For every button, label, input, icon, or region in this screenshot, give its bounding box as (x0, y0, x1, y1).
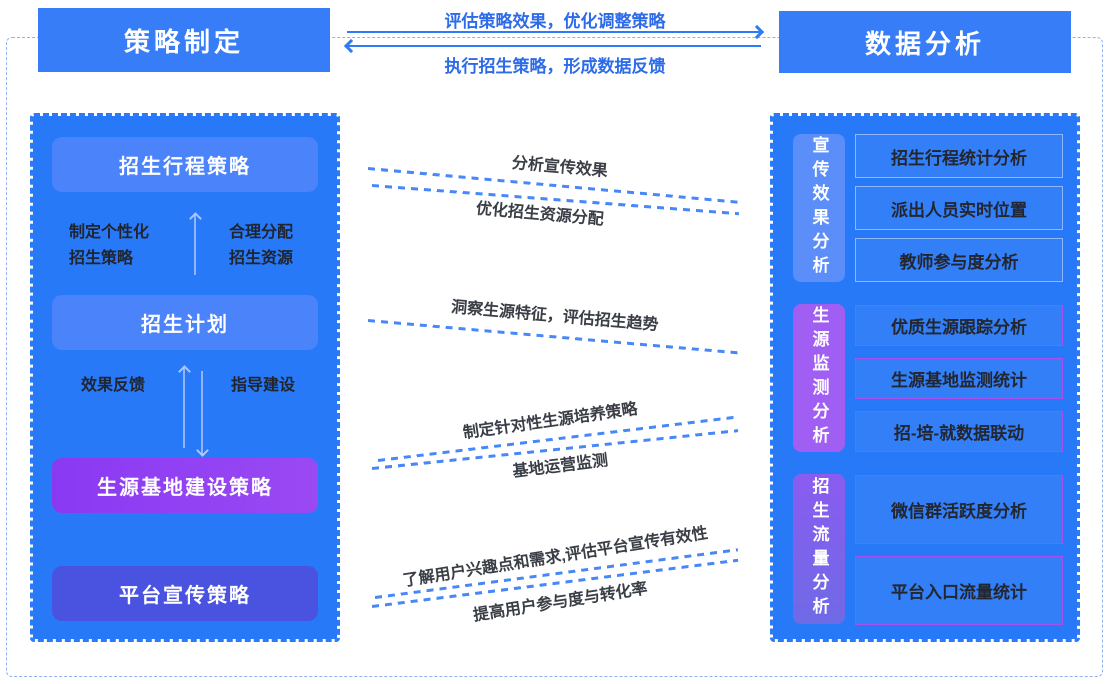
analysis-item: 教师参与度分析 (855, 238, 1063, 282)
note-guide: 指导建设 (231, 377, 296, 394)
up-arrow-line (188, 212, 202, 275)
header-data-analysis: 数据分析 (779, 11, 1071, 73)
arrowhead-up-icon (188, 212, 202, 225)
analysis-item: 招-培-就数据联动 (855, 411, 1063, 452)
node-recruit-plan: 招生计划 (52, 295, 318, 350)
header-strategy-formulation: 策略制定 (38, 8, 330, 72)
flow-label-evaluate: 评估策略效果，优化调整策略 (444, 12, 666, 31)
note-personalized-line1: 制定个性化 (69, 224, 150, 241)
analysis-item: 微信群活跃度分析 (855, 475, 1063, 544)
section-label-traffic: 招生流量分析 (793, 474, 845, 624)
section-label-promo-effect: 宣传效果分析 (793, 134, 845, 282)
panel-strategy: 招生行程策略 制定个性化 招生策略 合理分配 招生资源 招生计划 效果反馈 指导… (30, 113, 340, 642)
double-arrow-down-line (195, 371, 209, 457)
analysis-item: 招生行程统计分析 (855, 134, 1063, 178)
analysis-item: 派出人员实时位置 (855, 186, 1063, 230)
solid-arrow-left (343, 38, 761, 54)
note-allocate-line1: 合理分配 (229, 224, 294, 241)
section-label-source-monitoring: 生源监测分析 (793, 304, 845, 452)
node-base-strategy: 生源基地建设策略 (52, 458, 318, 513)
node-itinerary-strategy: 招生行程策略 (52, 137, 318, 192)
double-arrow-up-line (177, 365, 191, 448)
solid-arrow-right (347, 24, 765, 40)
analysis-item: 平台入口流量统计 (855, 556, 1063, 625)
outer-dashed-frame (6, 37, 1103, 677)
flow-label-execute: 执行招生策略，形成数据反馈 (444, 57, 666, 76)
arrowhead-up-icon (177, 365, 191, 378)
note-allocate-line2: 招生资源 (229, 250, 294, 267)
note-feedback: 效果反馈 (81, 377, 146, 394)
panel-analysis: 宣传效果分析 招生行程统计分析 派出人员实时位置 教师参与度分析 生源监测分析 … (770, 113, 1080, 642)
analysis-item: 优质生源跟踪分析 (855, 305, 1063, 346)
node-platform-strategy: 平台宣传策略 (52, 566, 318, 621)
note-allocate: 合理分配 招生资源 (229, 220, 293, 272)
arrowhead-down-icon (195, 444, 209, 457)
note-personalized-line2: 招生策略 (69, 250, 134, 267)
analysis-item: 生源基地监测统计 (855, 358, 1063, 399)
note-personalized: 制定个性化 招生策略 (69, 220, 149, 272)
